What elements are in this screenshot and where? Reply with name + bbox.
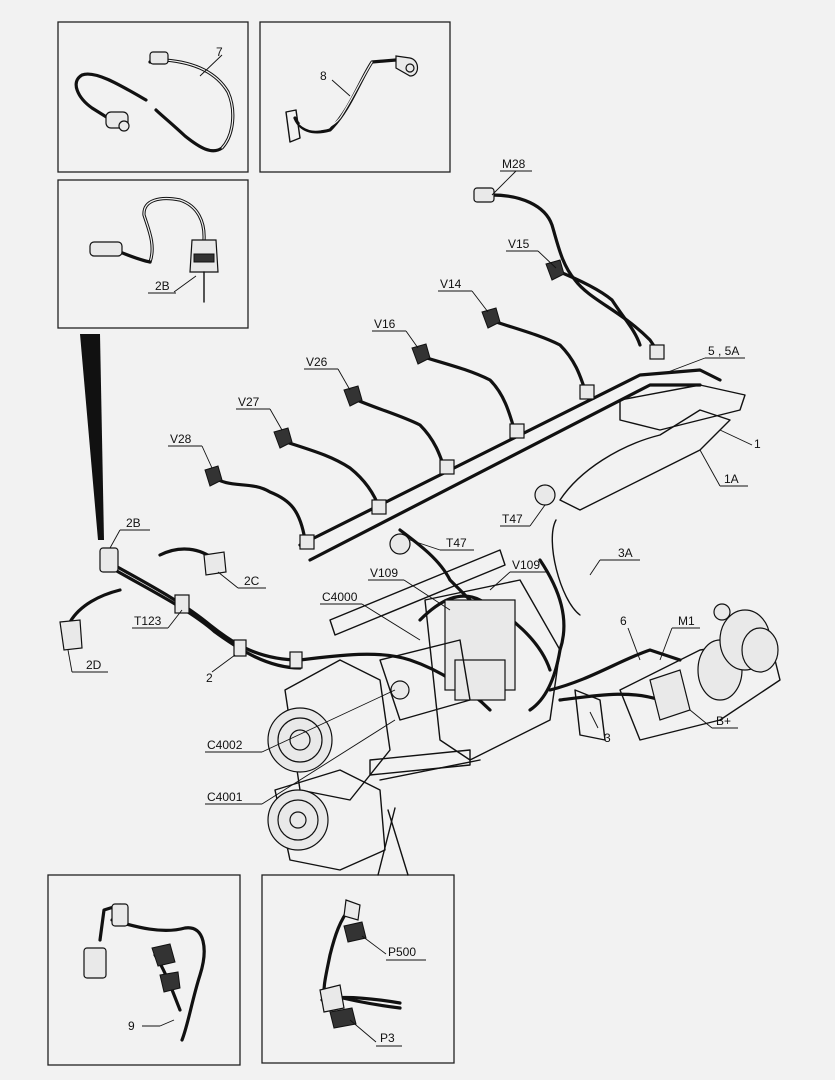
callout-9: 9 (128, 1019, 135, 1033)
callout-m28: M28 (502, 157, 526, 171)
detail-box-7: 7 (57, 21, 249, 173)
callout-p3: P3 (380, 1031, 395, 1045)
callout-c4001: C4001 (207, 790, 243, 804)
callout-t47: T47 (446, 536, 467, 550)
callout-v16: V16 (374, 317, 396, 331)
callout-7: 7 (216, 45, 223, 59)
detail-box-2b: 2B (57, 179, 249, 329)
detail-box-9: 9 (47, 874, 241, 1066)
callout-c4000: C4000 (322, 590, 358, 604)
callout-t47-top: T47 (502, 512, 523, 526)
callout-t123: T123 (134, 614, 162, 628)
callout-3a: 3A (618, 546, 633, 560)
callout-m1: M1 (678, 614, 695, 628)
callout-v27: V27 (238, 395, 260, 409)
callout-8: 8 (320, 69, 327, 83)
connector-block (329, 549, 561, 781)
callout-v28: V28 (170, 432, 192, 446)
callout-2c: 2C (244, 574, 260, 588)
injector-harness (204, 187, 746, 616)
callout-6: 6 (620, 614, 627, 628)
leader-lines (67, 170, 753, 805)
callout-5-5a: 5 , 5A (708, 344, 739, 358)
callout-p500: P500 (388, 945, 416, 959)
detail-box-p500-p3: P500 P3 (261, 874, 455, 1064)
callout-2d: 2D (86, 658, 102, 672)
callout-c4002: C4002 (207, 738, 243, 752)
callout-2b: 2B (126, 516, 141, 530)
injector-connectors (204, 187, 565, 487)
callout-3: 3 (604, 731, 611, 745)
callout-v26: V26 (306, 355, 328, 369)
callout-1a: 1A (724, 472, 739, 486)
callout-b-plus: B+ (716, 714, 731, 728)
callout-2: 2 (206, 671, 213, 685)
rail-clips (299, 344, 665, 550)
callout-v15: V15 (508, 237, 530, 251)
pointer-arrow (80, 334, 104, 540)
callout-1: 1 (754, 437, 761, 451)
detail-box-8: 8 (259, 21, 451, 173)
callout-v109-right: V109 (512, 558, 540, 572)
callout-v109-left: V109 (370, 566, 398, 580)
callout-labels: M28 V15 V14 V16 V26 V27 V28 5 , 5A 1 1A … (86, 157, 761, 804)
starter-motor (574, 603, 781, 741)
callout-v14: V14 (440, 277, 462, 291)
callout-2b-detail: 2B (155, 279, 170, 293)
